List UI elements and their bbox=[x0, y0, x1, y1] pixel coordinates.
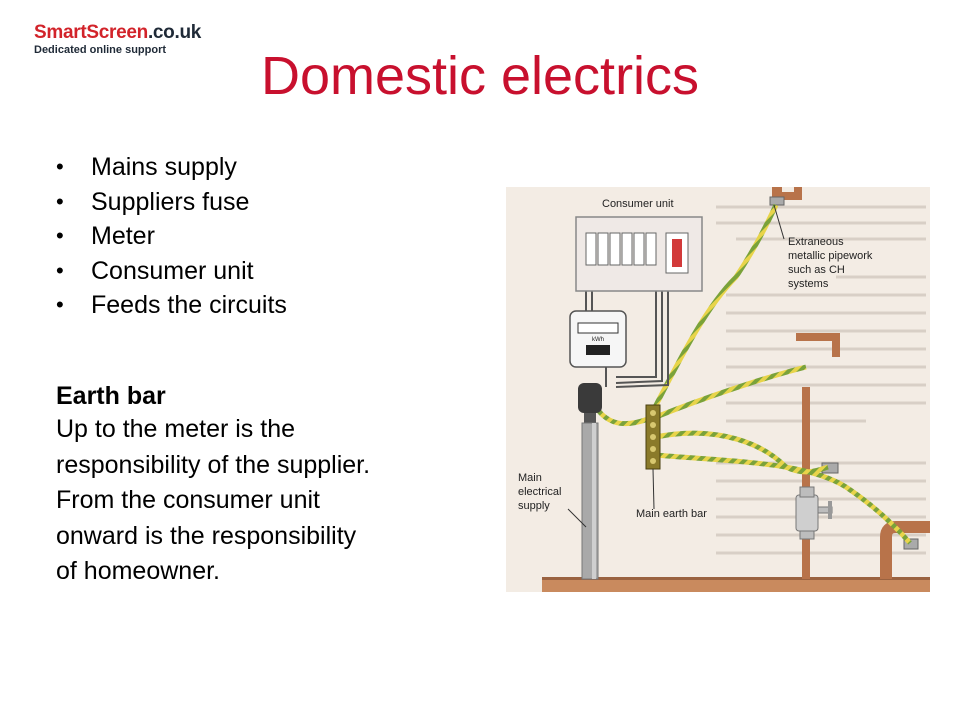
main-supply-label-line2: electrical bbox=[518, 486, 561, 498]
stopcock-valve-icon bbox=[795, 486, 833, 540]
bullet-dot-icon: • bbox=[56, 154, 64, 179]
bullet-item: • Suppliers fuse bbox=[56, 185, 287, 220]
bullet-item: • Consumer unit bbox=[56, 254, 287, 289]
slide-title: Domestic electrics bbox=[260, 46, 700, 106]
consumer-unit-label: Consumer unit bbox=[602, 198, 674, 210]
bullet-item: • Feeds the circuits bbox=[56, 288, 287, 323]
earth-clamp-icon bbox=[769, 196, 919, 550]
floor-edge bbox=[542, 577, 930, 580]
earth-bar-line: of homeowner. bbox=[56, 557, 220, 585]
earth-bar-line: onward is the responsibility bbox=[56, 521, 357, 550]
floor-board bbox=[542, 579, 930, 592]
logo-brand-smartscreen: SmartScreen bbox=[34, 22, 148, 43]
electricity-meter-icon: kWh bbox=[569, 310, 627, 368]
wiring-diagram-svg: kWh Consumer unit Extraneous metallic bbox=[518, 187, 930, 592]
bullet-text: Consumer unit bbox=[91, 256, 254, 285]
earth-bar-line: Up to the meter is the bbox=[56, 415, 296, 443]
meter-kwh-label: kWh bbox=[592, 337, 604, 343]
pipework-label-line2: metallic pipework bbox=[788, 250, 873, 262]
supplier-fuse-icon bbox=[578, 383, 602, 423]
logo-brand-domain: .co.uk bbox=[147, 22, 202, 43]
main-supply-cable bbox=[581, 422, 599, 580]
bullet-dot-icon: • bbox=[56, 223, 64, 248]
bullet-text: Suppliers fuse bbox=[91, 187, 250, 216]
main-earth-bar-icon bbox=[645, 404, 661, 470]
bullet-item: • Meter bbox=[56, 219, 287, 254]
bullet-dot-icon: • bbox=[56, 292, 64, 317]
logo-tagline: Dedicated online support bbox=[34, 44, 167, 56]
main-supply-label-line1: Main bbox=[518, 472, 542, 484]
bullet-text: Mains supply bbox=[91, 153, 237, 181]
bullet-dot-icon: • bbox=[56, 257, 64, 283]
bullet-list: • Mains supply • Suppliers fuse • Meter • Co… bbox=[56, 150, 287, 323]
earth-bar-heading: Earth bar bbox=[56, 382, 166, 410]
label-pointers bbox=[567, 204, 785, 528]
bullet-text: Meter bbox=[91, 222, 155, 250]
main-earth-bar-label: Main earth bar bbox=[636, 508, 707, 520]
bullet-item: • Mains supply bbox=[56, 150, 287, 185]
pipework-label-line1: Extraneous bbox=[788, 236, 844, 248]
main-supply-label-line3: supply bbox=[518, 500, 550, 512]
consumer-unit-icon bbox=[575, 216, 703, 292]
consumer-unit-cables bbox=[585, 291, 669, 388]
bullet-text: Feeds the circuits bbox=[91, 291, 287, 319]
bullet-dot-icon: • bbox=[56, 188, 64, 214]
pipework-label-line3: such as CH bbox=[788, 264, 845, 276]
smartscreen-logo: SmartScreen.co.uk Dedicated online suppo… bbox=[34, 22, 254, 56]
pipework-label-line4: systems bbox=[788, 278, 829, 290]
earth-bar-line: From the consumer unit bbox=[56, 486, 320, 514]
logo-brand: SmartScreen.co.uk bbox=[34, 22, 254, 44]
earth-bar-section: Earth bar Up to the meter is the respons… bbox=[56, 380, 486, 590]
domestic-wiring-diagram: kWh Consumer unit Extraneous metallic bbox=[506, 187, 930, 592]
earth-bar-line: responsibility of the supplier. bbox=[56, 450, 371, 479]
